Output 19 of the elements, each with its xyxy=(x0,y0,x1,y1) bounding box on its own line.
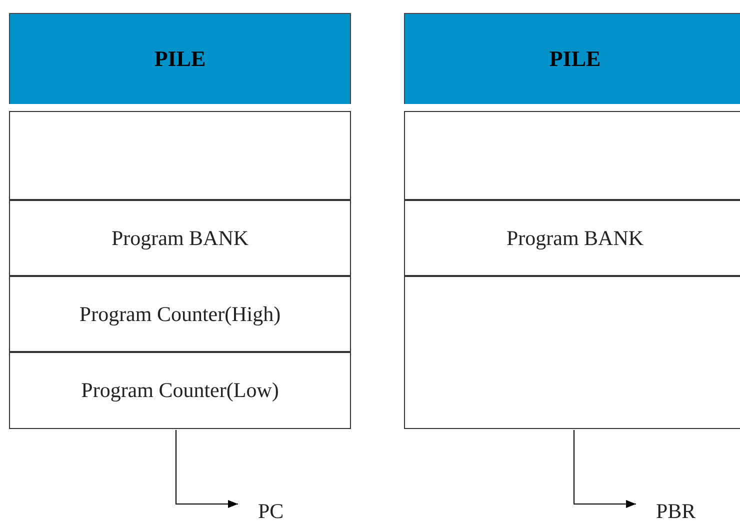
stack-header xyxy=(404,13,740,104)
stack-cell xyxy=(9,200,351,276)
cell-label: Program Counter(Low) xyxy=(81,380,279,401)
register-label: PBR xyxy=(656,500,696,522)
header-title: PILE xyxy=(154,48,206,70)
connector-arrow xyxy=(574,430,636,508)
stack-cell xyxy=(9,352,351,429)
empty-stack-cell xyxy=(9,111,351,200)
header-title: PILE xyxy=(549,48,601,70)
cell-label: Program BANK xyxy=(506,228,644,248)
empty-stack-cell xyxy=(404,111,740,200)
stack-cell xyxy=(404,200,740,276)
connector-arrow xyxy=(176,430,238,508)
register-label: PC xyxy=(258,500,284,522)
cell-label: Program BANK xyxy=(111,228,249,248)
cell-label: Program Counter(High) xyxy=(79,304,281,324)
empty-stack-cell xyxy=(404,276,740,429)
stack-cell xyxy=(9,276,351,352)
stack-header xyxy=(9,13,351,104)
